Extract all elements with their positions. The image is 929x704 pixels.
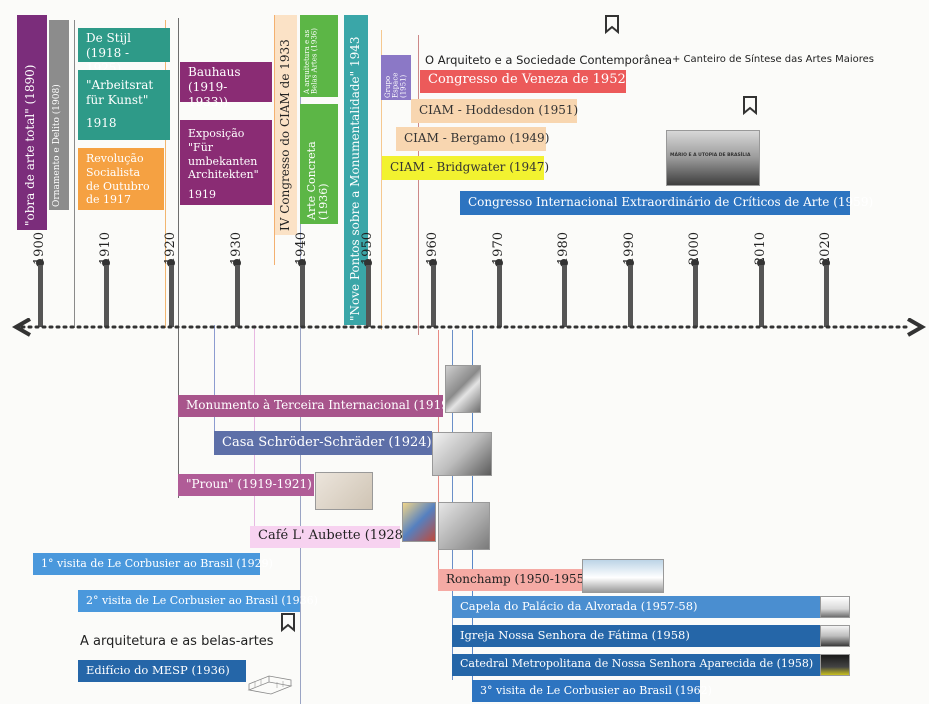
- monumento-photo: [445, 365, 481, 413]
- event-congresso-criticos: Congresso Internacional Extraordinário d…: [460, 191, 873, 215]
- decade-tick: [104, 265, 109, 327]
- decade-dot: [167, 259, 175, 267]
- decade-tick: [562, 265, 567, 327]
- decade-tick: [693, 265, 698, 327]
- event-ornamento-delito: Ornamento e Delito (1908): [49, 20, 69, 210]
- decade-dot: [429, 259, 437, 267]
- event-arquitetura-belas-artes: A arquitetura e as belas-artes: [80, 634, 274, 649]
- event-mesp: Edifício do MESP (1936): [78, 660, 246, 682]
- event-arte-concreta: Arte Concreta (1936): [300, 104, 338, 224]
- event-grupo-espace: Grupo Espace (1951): [381, 55, 411, 100]
- decade-tick: [497, 265, 502, 327]
- de-stijl-title: De Stijl: [86, 31, 131, 45]
- decade-dot: [364, 259, 372, 267]
- aubette-interior-photo: [438, 502, 490, 550]
- connector-line: [300, 20, 301, 704]
- decade-dot: [495, 259, 503, 267]
- bookmark-marker-icon: [281, 613, 295, 633]
- connector-line: [178, 18, 179, 498]
- decade-dot: [233, 259, 241, 267]
- event-revolucao: Revolução Socialista de Outubro de 1917: [78, 148, 164, 210]
- event-visita-1: 1° visita de Le Corbusier ao Brasil (192…: [33, 553, 273, 575]
- event-catedral: Catedral Metropolitana de Nossa Senhora …: [452, 654, 820, 676]
- decade-dot: [298, 259, 306, 267]
- event-igreja-fatima: Igreja Nossa Senhora de Fátima (1958): [452, 625, 820, 647]
- event-capela: Capela do Palácio da Alvorada (1957-58): [452, 596, 820, 618]
- decade-dot: [822, 259, 830, 267]
- decade-tick: [628, 265, 633, 327]
- decade-dot: [560, 259, 568, 267]
- event-visita-3: 3° visita de Le Corbusier ao Brasil (196…: [472, 680, 712, 702]
- event-monumento: Monumento à Terceira Internacional (1919…: [178, 395, 454, 417]
- decade-tick: [824, 265, 829, 327]
- decade-tick: [366, 265, 371, 327]
- decade-tick: [235, 265, 240, 327]
- event-ronchamp: Ronchamp (1950-1955): [438, 569, 589, 591]
- igreja-photo: [820, 625, 850, 647]
- bookmark-marker-icon: [743, 96, 757, 116]
- exposicao-title: Exposição "Für umbekanten Architekten": [188, 127, 259, 182]
- photo-caption: MÁRIO E A UTOPIA DE BRASÍLIA: [670, 153, 751, 158]
- event-ciam-iv: IV Congresso do CIAM de 1933: [275, 15, 297, 235]
- decade-tick: [431, 265, 436, 327]
- connector-line: [418, 35, 419, 335]
- arbeitsrat-year: 1918: [86, 116, 117, 130]
- brasilia-photo: MÁRIO E A UTOPIA DE BRASÍLIA: [666, 130, 760, 186]
- connector-line: [214, 325, 215, 445]
- connector-line: [74, 20, 75, 328]
- event-arbeitsrat: "Arbeitsrat für Kunst" 1918: [78, 70, 170, 140]
- event-arquiteto-sociedade: O Arquiteto e a Sociedade Contemporânea: [425, 53, 673, 67]
- decade-dot: [626, 259, 634, 267]
- casa-schroder-photo: [432, 432, 492, 476]
- event-veneza: Congresso de Veneza de 1952: [420, 70, 626, 93]
- event-visita-2: 2° visita de Le Corbusier ao Brasil (193…: [78, 590, 318, 612]
- bookmark-marker-icon: [605, 15, 619, 35]
- event-casa-schroder: Casa Schröder-Schräder (1924): [214, 431, 432, 455]
- event-canteiro: + Canteiro de Síntese das Artes Maiores: [672, 54, 874, 65]
- connector-line: [274, 15, 275, 265]
- decade-tick: [300, 265, 305, 327]
- connector-line: [165, 20, 166, 328]
- event-exposicao: Exposição "Für umbekanten Architekten" 1…: [180, 120, 272, 205]
- capela-photo: [820, 596, 850, 618]
- event-hoddesdon: CIAM - Hoddesdon (1951): [411, 99, 578, 123]
- cafe-aubette-photo: [402, 502, 436, 542]
- timeline-right-arrow-icon: [907, 318, 927, 337]
- proun-photo: [315, 472, 373, 510]
- event-nove-pontos: "Nove Pontos sobre a Monumentalidade" 19…: [344, 15, 368, 325]
- decade-dot: [36, 259, 44, 267]
- event-bridgwater: CIAM - Bridgwater (1947): [382, 156, 549, 180]
- event-de-stijl: De Stijl (1918 - 1925): [78, 28, 170, 75]
- mesp-sketch: [247, 675, 293, 695]
- event-arquitetura-belas-artes-1936: A arquitetura e as Belas Artes (1936): [300, 15, 338, 97]
- event-proun: "Proun" (1919-1921): [178, 474, 314, 496]
- catedral-photo: [820, 654, 850, 676]
- decade-dot: [757, 259, 765, 267]
- timeline-left-arrow-icon: [11, 318, 31, 337]
- main-timeline: [11, 318, 927, 337]
- event-bergamo: CIAM - Bergamo (1949): [396, 127, 549, 151]
- event-bauhaus: Bauhaus (1919-1933)): [180, 62, 272, 109]
- event-obra-arte-total: "obra de arte total" (1890): [17, 15, 47, 230]
- connector-line: [381, 30, 382, 330]
- decade-tick: [759, 265, 764, 327]
- exposicao-year: 1919: [188, 188, 216, 201]
- arbeitsrat-title: "Arbeitsrat für Kunst": [86, 78, 154, 107]
- decade-dot: [691, 259, 699, 267]
- decade-tick: [38, 265, 43, 327]
- decade-dot: [102, 259, 110, 267]
- ronchamp-photo: [582, 559, 664, 593]
- event-cafe-aubette: Café L' Aubette (1928): [250, 526, 408, 548]
- decade-tick: [169, 265, 174, 327]
